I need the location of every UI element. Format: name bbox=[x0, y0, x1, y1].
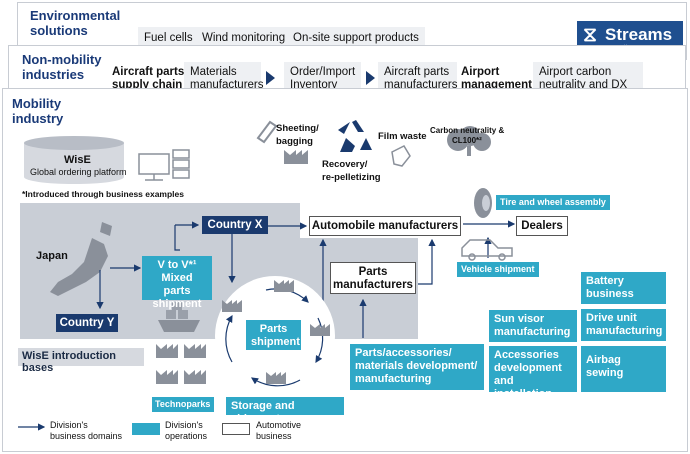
sheeting-roll-icon bbox=[256, 120, 278, 144]
chain-arrow-2 bbox=[366, 71, 375, 85]
vehicle-shipment-box: Vehicle shipment bbox=[457, 262, 539, 277]
film-waste-icon bbox=[391, 145, 411, 167]
automobile-manufacturers-box: Automobile manufacturers bbox=[309, 216, 461, 236]
computer-server-icon bbox=[138, 149, 190, 181]
env-chip-onsite-support: On-site support products bbox=[287, 27, 425, 50]
technoparks-box: Technoparks bbox=[152, 397, 214, 412]
streams-mark-icon: ⧖ bbox=[583, 24, 598, 46]
non-mobility-title: Non-mobility industries bbox=[22, 52, 102, 82]
chain-arrow-1 bbox=[266, 71, 275, 85]
intro-note: *Introduced through business examples bbox=[22, 189, 185, 199]
battery-business-box: Battery business bbox=[581, 272, 666, 304]
tire-icon bbox=[474, 188, 492, 218]
japan-label: Japan bbox=[36, 250, 68, 262]
mobility-title: Mobility industry bbox=[12, 96, 64, 126]
environmental-title: Environmental solutions bbox=[30, 8, 121, 38]
legend-domains-label: Division's business domains bbox=[50, 420, 123, 441]
env-chip-fuel-cells: Fuel cells bbox=[138, 27, 199, 50]
wise-subtitle: Global ordering platform bbox=[30, 167, 127, 177]
database-icon bbox=[24, 136, 124, 184]
parts-manufacturers-box: Parts manufacturers bbox=[330, 262, 416, 294]
legend-automotive-label: Automotive business bbox=[256, 420, 302, 441]
legend-operations-label: Division's operations bbox=[165, 420, 208, 441]
cargo-ship-icon bbox=[158, 302, 200, 332]
carbon-neutrality-label: Carbon neutrality & CL100*² bbox=[430, 126, 505, 145]
accessories-box: Accessories development and installation bbox=[489, 346, 577, 400]
tire-wheel-assembly-box: Tire and wheel assembly bbox=[496, 195, 610, 210]
dealers-box: Dealers bbox=[516, 216, 568, 236]
recycle-icon bbox=[338, 120, 372, 152]
drive-unit-box: Drive unit manufacturing bbox=[581, 309, 666, 341]
sheeting-bagging-label: Sheeting/ bagging bbox=[276, 123, 319, 147]
parts-shipment-box: Parts shipment bbox=[246, 320, 301, 350]
legend-automotive-swatch bbox=[222, 423, 250, 435]
parts-development-box: Parts/accessories/ materials development… bbox=[350, 344, 484, 390]
airbag-sewing-box: Airbag sewing bbox=[581, 346, 666, 392]
env-chip-wind-monitoring: Wind monitoring bbox=[196, 27, 292, 50]
wise-bases-label: WisE introduction bases bbox=[18, 348, 144, 374]
v-to-v-mixed-shipment: V to V*¹ Mixed parts shipment bbox=[142, 256, 212, 310]
sun-visor-box: Sun visor manufacturing bbox=[489, 310, 577, 342]
car-carrier-icon bbox=[461, 239, 513, 261]
country-x-box: Country X bbox=[202, 216, 268, 234]
japan-map-icon bbox=[50, 222, 112, 296]
storage-and-shipment-box: Storage and shipment bbox=[226, 397, 344, 425]
factory-icons bbox=[156, 150, 330, 384]
legend-operations-swatch bbox=[132, 423, 160, 435]
carbon-tree-icon bbox=[447, 126, 491, 156]
wise-title: WisE bbox=[64, 154, 91, 166]
country-y-box: Country Y bbox=[56, 314, 118, 332]
film-waste-label: Film waste bbox=[378, 131, 427, 142]
recovery-label: Recovery/ re-pelletizing bbox=[322, 159, 381, 183]
